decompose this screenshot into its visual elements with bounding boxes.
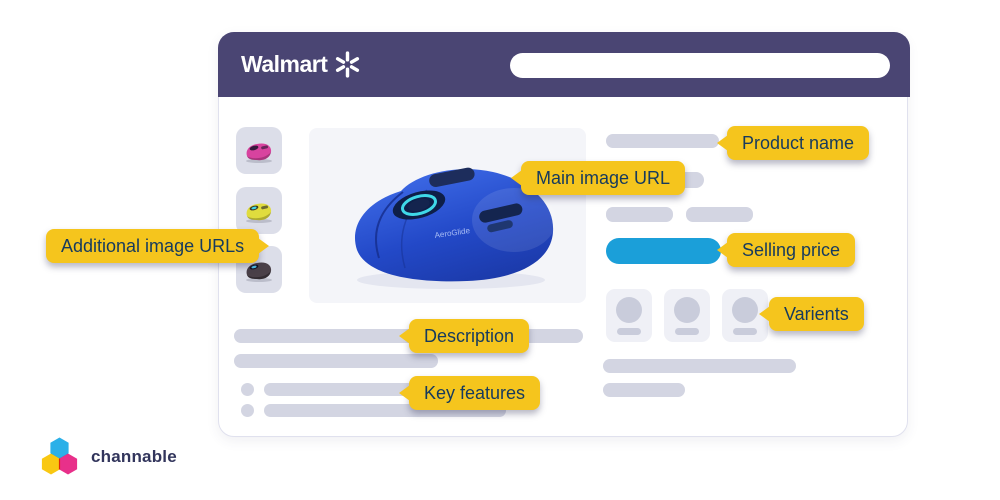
yellow-mouse-image <box>246 202 272 223</box>
channable-logo: channable <box>38 437 177 477</box>
callout-arrow-left-icon <box>717 242 728 258</box>
variant-swatch-1[interactable] <box>606 289 652 342</box>
channable-hexagons-icon <box>41 437 78 475</box>
product-name-placeholder-bar <box>606 134 719 148</box>
description-placeholder-bar-2 <box>234 354 438 368</box>
variant-label-bar <box>617 328 641 335</box>
rating-placeholder-bar-1 <box>606 207 673 222</box>
channable-wordmark: channable <box>91 447 177 466</box>
callout-arrow-right-icon <box>258 238 270 254</box>
black-mouse-image <box>246 261 272 282</box>
selling-price-pill <box>606 238 721 264</box>
callout-description-text: Description <box>424 326 515 346</box>
thumbnail-pink-mouse[interactable] <box>236 127 282 174</box>
callout-main-image-url: Main image URL <box>511 161 686 195</box>
variant-label-bar <box>675 328 699 335</box>
bullet-dot-2 <box>241 404 254 417</box>
callout-additional-image-urls: Additional image URLs <box>46 229 270 263</box>
walmart-spark-icon <box>336 51 360 78</box>
callout-arrow-left-icon <box>399 328 410 344</box>
bullet-dot-1 <box>241 383 254 396</box>
variant-avatar-circle <box>674 297 700 323</box>
blue-mouse-image: AeroGlide <box>354 167 556 289</box>
callout-key-features: Key features <box>399 376 541 410</box>
callout-selling-price-text: Selling price <box>742 240 841 260</box>
variant-swatch-2[interactable] <box>664 289 710 342</box>
callout-product-name-text: Product name <box>742 133 855 153</box>
callout-main-image-url-text: Main image URL <box>536 168 671 188</box>
variant-avatar-circle <box>616 297 642 323</box>
callout-variants: Varients <box>759 297 864 331</box>
callout-key-features-text: Key features <box>424 383 526 403</box>
search-input[interactable] <box>510 53 890 78</box>
callout-product-name: Product name <box>717 126 870 160</box>
shipping-placeholder-bar-short <box>603 383 685 397</box>
main-product-image: AeroGlide <box>309 128 586 303</box>
callout-selling-price: Selling price <box>717 233 856 267</box>
variant-label-bar <box>733 328 757 335</box>
callout-description: Description <box>399 319 530 353</box>
walmart-wordmark: Walmart <box>241 51 328 77</box>
callout-additional-image-urls-text: Additional image URLs <box>61 236 245 256</box>
pink-mouse-image <box>246 142 272 163</box>
walmart-header: Walmart <box>218 32 910 97</box>
walmart-logo: Walmart <box>241 32 361 97</box>
callout-arrow-left-icon <box>759 306 770 322</box>
variant-avatar-circle <box>732 297 758 323</box>
callout-variants-text: Varients <box>784 304 849 324</box>
rating-placeholder-bar-2 <box>686 207 753 222</box>
callout-arrow-left-icon <box>399 385 410 401</box>
callout-arrow-left-icon <box>511 170 522 186</box>
callout-arrow-left-icon <box>717 135 728 151</box>
thumbnail-yellow-mouse[interactable] <box>236 187 282 234</box>
shipping-placeholder-bar-long <box>603 359 796 373</box>
